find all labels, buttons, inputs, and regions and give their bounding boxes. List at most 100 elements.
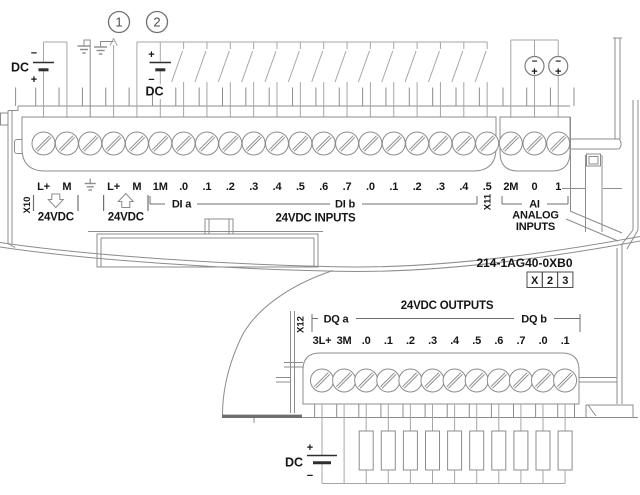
up-arrowhead-icon	[109, 37, 118, 46]
dc-label: DC	[11, 61, 29, 75]
screw-slot	[317, 136, 332, 152]
version-cell: 2	[547, 275, 553, 287]
switch-contact-icon	[474, 50, 487, 83]
screw-terminal	[171, 131, 196, 156]
screw-terminal	[354, 368, 379, 393]
dc-supply-left: − + DC	[11, 41, 68, 118]
screw-slot	[514, 373, 530, 389]
terminal-label: .4	[450, 335, 460, 347]
screw-terminal	[218, 131, 243, 156]
earth-connections	[77, 37, 118, 118]
terminal-label: 1	[555, 181, 561, 193]
terminal-label: M	[132, 181, 141, 193]
screw-slot	[82, 135, 97, 151]
load-resistor-icon	[425, 430, 440, 471]
screw-terminal	[442, 368, 467, 393]
terminal-label: .0	[366, 181, 375, 193]
terminal-label: .0	[179, 181, 188, 193]
screw-terminal	[405, 131, 430, 156]
screw-slot	[175, 135, 191, 151]
screw-terminal	[522, 131, 547, 156]
terminal-label: .4	[273, 181, 283, 193]
switch-contact-icon	[217, 50, 230, 83]
dc-label: DC	[285, 456, 303, 470]
screw-slot	[362, 135, 377, 151]
terminal-label: .6	[494, 335, 503, 347]
connector-x12-label: X12	[296, 316, 307, 333]
screw-terminal	[241, 131, 266, 156]
terminal-label: 1M	[153, 181, 168, 193]
callout-1-circle	[107, 10, 131, 34]
polarity-sign: +	[31, 74, 37, 86]
switch-contact-icon	[264, 50, 277, 83]
screw-terminal	[148, 131, 173, 156]
screw-slot	[337, 373, 353, 389]
screw-slot	[245, 135, 261, 151]
screw-slot	[556, 372, 572, 388]
switch-contact-icon	[404, 50, 417, 83]
screw-terminal	[376, 368, 401, 393]
screw-terminal	[332, 368, 357, 393]
screw-terminal	[451, 131, 476, 156]
connector-x10-label: X10	[22, 197, 33, 214]
load-resistor-icon	[535, 430, 551, 471]
screw-slot	[446, 372, 462, 388]
module-outline	[0, 37, 640, 423]
terminal-label: L+	[107, 181, 120, 193]
screw-slot	[223, 136, 239, 152]
screw-slot	[492, 373, 507, 389]
dq-b-group-label: DQ b	[521, 314, 547, 326]
screw-slot	[338, 135, 354, 151]
di-a-group-label: DI a	[172, 199, 192, 211]
screw-slot	[550, 135, 565, 151]
screw-slot	[526, 135, 542, 151]
screw-slot	[536, 373, 552, 389]
screw-slot	[480, 136, 496, 152]
screw-slot	[381, 373, 397, 389]
output-loads	[358, 404, 573, 484]
screw-slot	[60, 136, 76, 152]
screw-slot	[247, 136, 262, 152]
power-in-arrow-icon	[47, 193, 65, 209]
switch-contact-icon	[451, 50, 464, 83]
screw-terminal	[265, 131, 289, 156]
body-curve-upper	[0, 236, 640, 268]
analog-label-line1: ANALOG	[512, 210, 558, 222]
screw-slot	[424, 372, 440, 388]
screw-slot	[153, 136, 169, 152]
terminal-label: M	[62, 181, 71, 193]
screw-slot	[403, 373, 419, 389]
screw-terminal	[310, 368, 334, 393]
screw-slot	[200, 136, 216, 152]
screw-terminal	[78, 131, 103, 156]
terminal-label: .3	[428, 335, 437, 347]
screw-slot	[83, 136, 99, 152]
screw-terminal	[194, 131, 219, 156]
terminal-label: .7	[517, 335, 526, 347]
screw-slot	[315, 135, 331, 151]
polarity-sign: +	[307, 442, 313, 454]
source-sign: +	[531, 66, 537, 78]
screw-slot	[313, 372, 329, 388]
screw-slot	[385, 135, 401, 151]
terminal-label: 3L+	[313, 335, 332, 347]
screw-terminal	[31, 131, 56, 156]
polarity-sign: +	[148, 49, 154, 61]
screw-slot	[478, 135, 494, 151]
input-switches	[171, 42, 488, 118]
ai-group-label: AI	[529, 199, 540, 211]
dc-supply-inputs: + − DC	[145, 42, 171, 118]
wire-entry-comb	[15, 87, 575, 418]
load-resistor-icon	[380, 430, 396, 471]
load-resistor-icon	[358, 430, 374, 471]
screw-slot	[340, 136, 356, 152]
screw-slot	[198, 135, 214, 151]
screw-slot	[105, 135, 121, 151]
screw-terminal	[428, 131, 453, 156]
switch-contact-icon	[311, 50, 324, 83]
screw-slot	[293, 136, 309, 152]
screw-slot	[222, 135, 237, 151]
switch-contact-icon	[241, 50, 254, 83]
